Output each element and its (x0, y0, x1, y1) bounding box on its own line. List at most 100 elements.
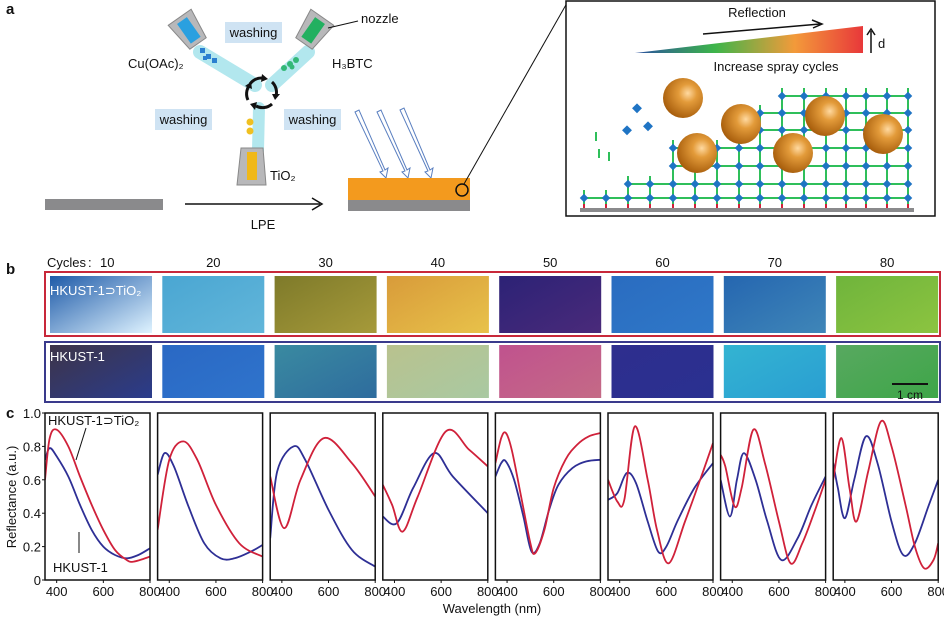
photo-hkust-70 (723, 345, 826, 398)
lpe-label: LPE (251, 217, 276, 232)
sample-photos (50, 276, 939, 398)
x-tick-label: 600 (768, 584, 790, 599)
cycle-label: 70 (768, 255, 782, 270)
photo-hkust-tio2-50 (499, 276, 602, 333)
panel-b-label: b (6, 261, 15, 278)
cycle-label: 80 (880, 255, 894, 270)
panel-a: a w (6, 0, 936, 232)
x-tick-label: 600 (881, 584, 903, 599)
tio2-spheres (663, 78, 903, 173)
x-tick-label: 400 (721, 584, 743, 599)
tio2-sphere (721, 104, 761, 144)
plot-frame (832, 412, 939, 581)
series-hkust-tio2-10 (45, 428, 150, 563)
panel-c: c Reflectance (a.u.) Wavelength (nm) 400… (4, 405, 944, 616)
row-label-hkust-tio2: HKUST-1⊃TiO₂ (50, 283, 141, 298)
y-tick-label: 0.4 (23, 506, 41, 521)
svg-text:washing: washing (159, 112, 208, 127)
lpe-arrow-icon (185, 197, 324, 211)
series-hkust-tio2-70 (720, 428, 826, 565)
cycles-label: Increase spray cycles (714, 59, 839, 74)
x-tick-label: 400 (271, 584, 293, 599)
panel-a-label: a (6, 1, 15, 18)
series-hkust-tio2-60 (608, 425, 713, 565)
nozzle-label: nozzle (361, 11, 399, 26)
tio2-sphere (773, 133, 813, 173)
photo-hkust-30 (274, 345, 377, 398)
nozzle-pointer-line (327, 20, 359, 29)
series-hkust-40 (382, 452, 488, 526)
photo-hkust-tio2-60 (611, 276, 714, 333)
annotation-pointer-top (75, 427, 87, 461)
x-tick-label: 800 (139, 584, 161, 599)
cycles-gradient-wedge (635, 26, 863, 53)
zoom-pointer-line (463, 2, 568, 185)
h3btc-label: H₃BTC (332, 56, 373, 71)
cycle-arrows-icon (245, 74, 280, 110)
cycle-label: 30 (318, 255, 332, 270)
annotation-hkust: HKUST-1 (53, 560, 108, 575)
inset-schematic: Reflection d Increase spray cycles (565, 0, 936, 217)
svg-text:washing: washing (288, 112, 337, 127)
x-tick-label: 600 (655, 584, 677, 599)
annotation-hkust-tio2: HKUST-1⊃TiO₂ (48, 413, 139, 428)
photo-hkust-10 (50, 345, 152, 398)
x-tick-label: 400 (496, 584, 518, 599)
nozzle-btc (295, 8, 335, 50)
x-tick-label: 800 (252, 584, 274, 599)
frame-hkust (44, 341, 941, 403)
x-tick-label: 400 (158, 584, 180, 599)
tio2-sphere (663, 78, 703, 118)
cycles-prefix: Cycles (47, 255, 87, 270)
nozzle-tio2 (236, 147, 267, 186)
photo-hkust-tio2-40 (386, 276, 489, 333)
cu-oac-label: Cu(OAc)₂ (128, 56, 184, 71)
nozzle-cu (167, 8, 207, 50)
photo-hkust-tio2-10 (50, 276, 152, 333)
plot-frame (44, 412, 151, 581)
thickness-label: d (878, 36, 885, 51)
svg-text:washing: washing (229, 25, 278, 40)
x-axis-label: Wavelength (nm) (443, 601, 542, 616)
x-tick-label: 800 (590, 584, 612, 599)
x-tick-label: 600 (205, 584, 227, 599)
frame-hkust-tio2 (44, 271, 941, 337)
y-axis-label: Reflectance (a.u.) (4, 446, 19, 549)
photo-hkust-50 (499, 345, 602, 398)
series-hkust-20 (157, 452, 263, 561)
x-tick-label: 600 (92, 584, 114, 599)
series-hkust-30 (270, 445, 376, 568)
plot-frame (607, 412, 714, 581)
y-tick-label: 0.8 (23, 439, 41, 454)
incident-light-arrows-icon (354, 107, 434, 180)
washing-label-right: washing (284, 109, 341, 130)
reflection-label: Reflection (728, 5, 786, 20)
x-tick-label: 400 (46, 584, 68, 599)
tio2-sphere (863, 114, 903, 154)
washing-label-left: washing (155, 109, 212, 130)
photo-hkust-20 (162, 345, 265, 398)
series-hkust-60 (608, 462, 713, 555)
plot-frame (719, 412, 827, 581)
thickness-arrow-icon (866, 27, 876, 53)
tio2-particles (246, 118, 254, 135)
x-tick-label: 800 (815, 584, 837, 599)
series-hkust-tio2-30 (270, 437, 376, 530)
plot-frame (156, 412, 264, 581)
photo-hkust-40 (386, 345, 489, 398)
series-hkust-50 (495, 458, 601, 555)
x-tick-label: 400 (609, 584, 631, 599)
series-hkust-tio2-50 (495, 431, 601, 555)
panel-c-label: c (6, 405, 14, 422)
series-hkust-80 (833, 435, 939, 557)
photo-hkust-tio2-30 (274, 276, 377, 333)
free-linkers (595, 132, 610, 161)
